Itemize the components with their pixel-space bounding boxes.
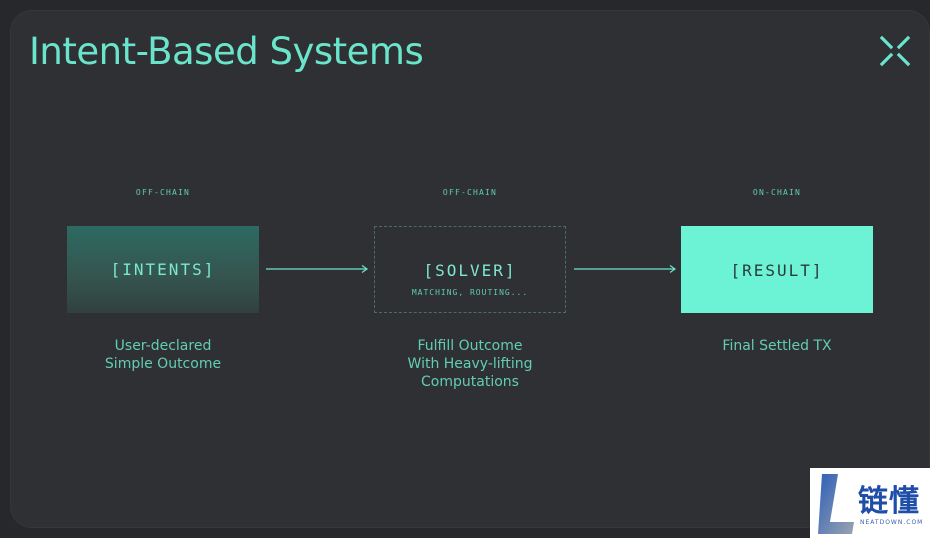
x-chevrons-icon [879, 35, 911, 67]
watermark-logo: 链懂 NEATDOWN.COM [810, 468, 930, 538]
stage-tag-solver: OFF-CHAIN [442, 188, 498, 197]
result-label: [RESULT] [730, 261, 824, 280]
intents-desc-line: User-declared [114, 338, 212, 354]
intents-description: User-declared Simple Outcome [67, 337, 259, 373]
intents-desc-line: Simple Outcome [104, 356, 222, 372]
page-title: Intent-Based Systems [29, 30, 424, 73]
watermark-english: NEATDOWN.COM [860, 519, 924, 526]
solver-desc-line: Computations [421, 374, 519, 390]
solver-sublabel: MATCHING, ROUTING... [411, 288, 529, 297]
stage-tag-intents: OFF-CHAIN [135, 188, 191, 197]
result-box: [RESULT] [681, 226, 873, 313]
solver-desc-line: With Heavy-lifting [407, 356, 533, 372]
solver-description: Fulfill Outcome With Heavy-lifting Compu… [374, 337, 566, 391]
intents-box: [INTENTS] [67, 226, 259, 313]
arrow-right-icon [266, 265, 369, 273]
solver-box: [SOLVER] MATCHING, ROUTING... [374, 226, 566, 313]
solver-label: [SOLVER] [423, 261, 517, 280]
result-description: Final Settled TX [681, 337, 873, 355]
arrow-right-icon [574, 265, 677, 273]
intents-label: [INTENTS] [110, 260, 216, 279]
solver-desc-line: Fulfill Outcome [417, 338, 523, 354]
watermark-chinese: 链懂 [858, 484, 920, 519]
l-logo-icon [818, 474, 854, 534]
stage-tag-result: ON-CHAIN [752, 188, 802, 197]
result-desc-line: Final Settled TX [722, 338, 832, 354]
